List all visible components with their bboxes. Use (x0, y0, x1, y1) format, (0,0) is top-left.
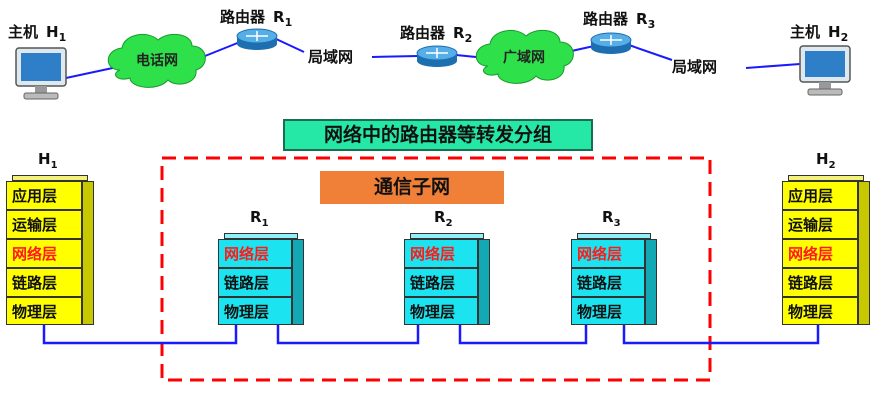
stack-r2: 网络层 链路层 物理层 (404, 233, 490, 325)
link-phone-r1 (199, 41, 241, 59)
r1-physical-layer: 物理层 (218, 297, 292, 325)
router-r2-icon (416, 45, 458, 67)
h1-transport-layer: 运输层 (6, 210, 82, 239)
host-h1-computer-icon (15, 47, 67, 100)
link-lan2-h2 (745, 63, 801, 69)
wan-cloud-label: 广域网 (503, 49, 545, 66)
subnet-banner: 通信子网 (320, 171, 504, 204)
stack-r3: 网络层 链路层 物理层 (571, 233, 657, 325)
r2-physical-layer: 物理层 (404, 297, 478, 325)
link-r3-lan2 (625, 43, 673, 61)
router-r3-icon (590, 32, 632, 54)
h2-transport-layer: 运输层 (782, 210, 858, 239)
h2-physical-layer: 物理层 (782, 297, 858, 325)
r2-network-layer: 网络层 (404, 239, 478, 268)
physical-link-path-3 (458, 325, 588, 345)
stack-h2-label: H2 (816, 150, 836, 171)
r1-network-layer: 网络层 (218, 239, 292, 268)
stack-h1-label: H1 (38, 150, 58, 171)
subnet-boundary (160, 156, 712, 382)
phone-cloud-label: 电话网 (136, 52, 178, 69)
wan-cloud: 广域网 (475, 29, 574, 84)
h1-network-layer: 网络层 (6, 239, 82, 268)
h1-application-layer: 应用层 (6, 181, 82, 210)
physical-link-path-4 (622, 325, 820, 345)
stack-h1: 应用层 运输层 网络层 链路层 物理层 (6, 175, 94, 325)
r3-network-layer: 网络层 (571, 239, 645, 268)
stack-h2: 应用层 运输层 网络层 链路层 物理层 (782, 175, 870, 325)
r2-link-layer: 链路层 (404, 268, 478, 297)
stack-r1-label: R1 (250, 208, 269, 229)
h2-link-layer: 链路层 (782, 268, 858, 297)
link-r1-lan1 (273, 37, 305, 53)
forwarding-banner: 网络中的路由器等转发分组 (283, 119, 593, 151)
host-h2-computer-icon (799, 45, 851, 96)
h1-link-layer: 链路层 (6, 268, 82, 297)
physical-link-path (42, 325, 238, 345)
r1-link-layer: 链路层 (218, 268, 292, 297)
stack-r2-label: R2 (434, 208, 453, 229)
router-r1-icon (236, 28, 278, 50)
h1-physical-layer: 物理层 (6, 297, 82, 325)
stack-r1: 网络层 链路层 物理层 (218, 233, 304, 325)
link-lan1-r2 (371, 55, 419, 58)
phone-network-cloud: 电话网 (107, 33, 206, 88)
r3-physical-layer: 物理层 (571, 297, 645, 325)
lan2-label: 局域网 (671, 58, 717, 76)
r3-link-layer: 链路层 (571, 268, 645, 297)
stack-r3-label: R3 (602, 208, 621, 229)
h2-application-layer: 应用层 (782, 181, 858, 210)
lan1-label: 局域网 (307, 48, 353, 66)
physical-link-path-2 (276, 325, 420, 345)
h2-network-layer: 网络层 (782, 239, 858, 268)
